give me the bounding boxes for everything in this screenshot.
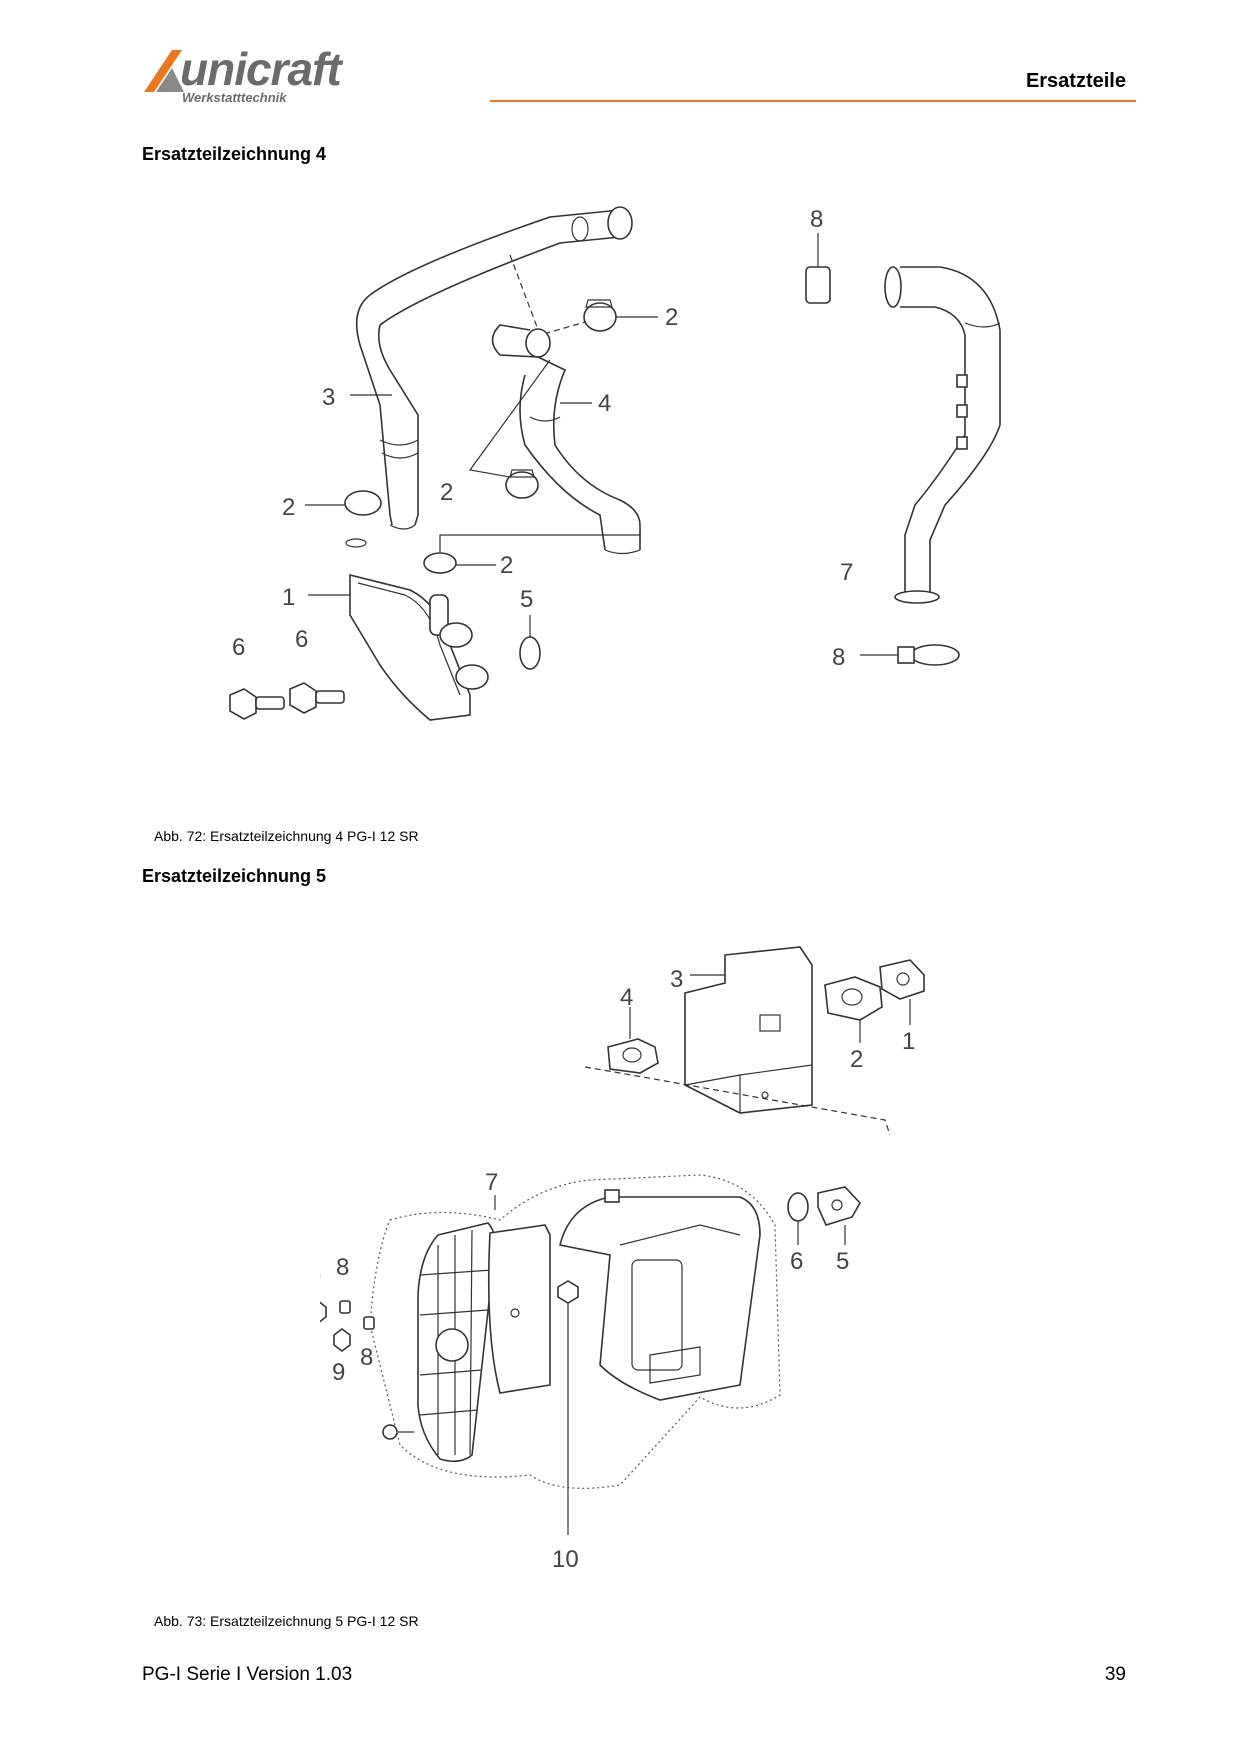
callout-3: 3 [322,384,335,411]
drawing-5-title: Ersatzteilzeichnung 5 [142,866,327,886]
callout-4-d5: 4 [620,984,633,1011]
footer-page-number: 39 [1104,1664,1126,1685]
callout-4: 4 [598,390,611,417]
callout-3-d5: 3 [670,966,683,993]
callout-1-d5: 1 [902,1028,915,1055]
footer-document-version: PG-I Serie I Version 1.03 [142,1664,353,1685]
logo-wordmark: unicraft [180,43,342,95]
page-section-title: Ersatzteile [1025,70,1126,92]
callout-1: 1 [282,584,295,611]
logo-mark-icon [144,50,184,92]
drawing-5-caption: Abb. 73: Ersatzteilzeichnung 5 PG-I 12 S… [154,1613,419,1629]
drawing-4-caption: Abb. 72: Ersatzteilzeichnung 4 PG-I 12 S… [154,828,419,844]
callout-6-d5: 6 [790,1248,803,1275]
callout-8-top-d5: 8 [336,1254,349,1281]
callout-9-top: 9 [320,1264,321,1291]
callout-5: 5 [520,586,533,613]
callout-2-middle: 2 [440,479,453,506]
logo-subtitle: Werkstatttechnik [182,90,287,105]
callout-7-d5: 7 [485,1169,498,1196]
callout-8-bottom-d5: 8 [360,1344,373,1371]
callout-6-left: 6 [232,634,245,661]
callout-2-d5: 2 [850,1046,863,1073]
exploded-drawing-5: 3 4 2 1 6 5 7 10 [320,946,925,1573]
callout-8-bottom: 8 [832,644,845,671]
callout-7: 7 [840,559,853,586]
callout-2-left: 2 [282,494,295,521]
callout-5-d5: 5 [836,1248,849,1275]
callout-6-right: 6 [295,626,308,653]
callout-8-top: 8 [810,206,823,233]
callout-9-bottom: 9 [332,1359,345,1386]
header-divider [490,100,1136,102]
callout-2-lower: 2 [500,552,513,579]
callout-2-top: 2 [665,304,678,331]
brand-logo: unicraft Werkstatttechnik [142,44,382,108]
drawing-4-title: Ersatzteilzeichnung 4 [142,144,327,164]
exploded-drawing-4: 2 3 4 2 2 2 1 5 6 6 8 7 [229,206,1001,721]
callout-10-d5: 10 [552,1546,579,1573]
